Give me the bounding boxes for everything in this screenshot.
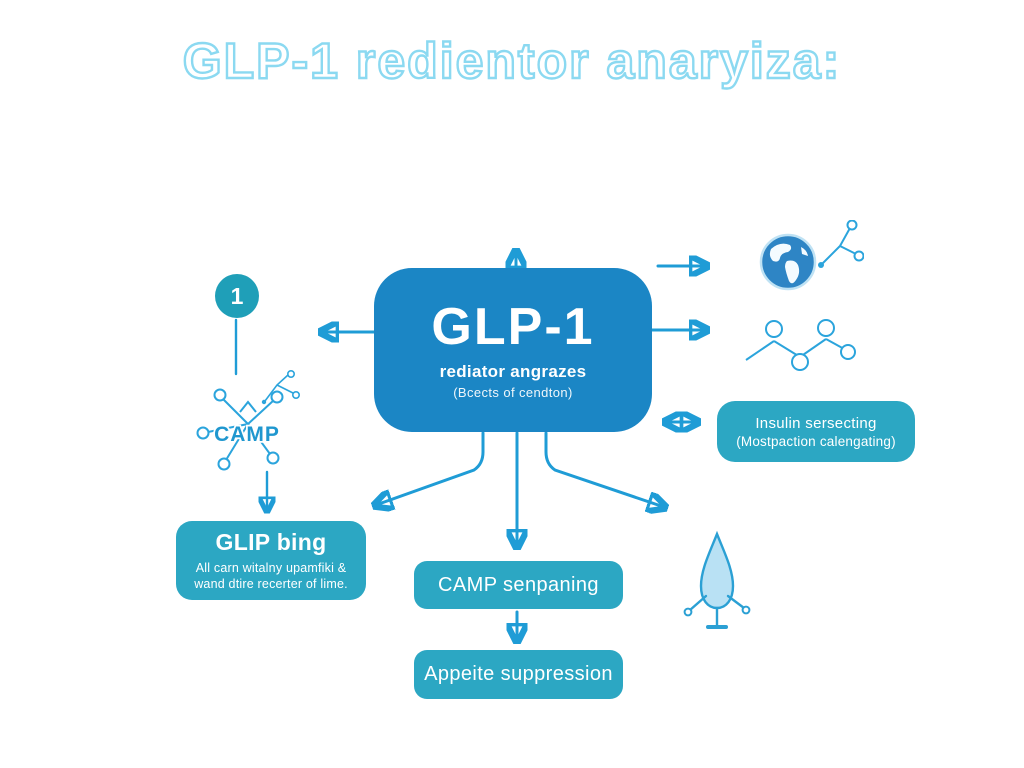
central-node-glp1: GLP-1 rediator angrazes (Bcects of cendt… bbox=[374, 268, 652, 432]
step-badge: 1 bbox=[215, 274, 259, 318]
molecule-icon bbox=[261, 370, 300, 405]
central-subtitle: rediator angrazes bbox=[439, 361, 587, 381]
page-title-art: GLP-1 redientor anaryiza: bbox=[182, 32, 842, 90]
camp-signaling-label: CAMP senpaning bbox=[438, 573, 599, 596]
camp-label: CAMP bbox=[214, 423, 280, 446]
insulin-line2: (Mostpaction calengating) bbox=[736, 433, 896, 449]
appetite-label: Appeite suppression bbox=[424, 663, 613, 685]
node-glip-binding: GLIP bing All carn witalny upamfiki & wa… bbox=[176, 521, 366, 600]
page-title: GLP-1 redientor anaryiza: bbox=[183, 33, 842, 89]
glip-subtitle-line1: All carn witalny upamfiki & bbox=[195, 560, 347, 575]
insulin-line1: Insulin sersecting bbox=[755, 414, 877, 432]
chemical-structure-icon bbox=[745, 319, 856, 371]
node-camp-signaling: CAMP senpaning bbox=[414, 561, 623, 609]
droplet-figure-icon bbox=[683, 530, 751, 629]
step-badge-number: 1 bbox=[230, 282, 244, 309]
node-insulin-secretion: Insulin sersecting (Mostpaction calengat… bbox=[717, 401, 915, 462]
arrow-diagonal-right bbox=[544, 431, 664, 507]
central-title: GLP-1 bbox=[431, 297, 595, 356]
arrow-diagonal-left bbox=[376, 431, 485, 505]
molecule-icon bbox=[818, 220, 864, 268]
glip-title: GLIP bing bbox=[215, 528, 327, 555]
camp-molecule-icon: CAMP bbox=[196, 388, 284, 471]
globe-icon bbox=[759, 233, 817, 291]
central-caption: (Bcects of cendton) bbox=[453, 384, 573, 400]
node-appetite-suppression: Appeite suppression bbox=[414, 650, 623, 699]
glip-subtitle-line2: wand dtire recerter of lime. bbox=[194, 577, 348, 591]
